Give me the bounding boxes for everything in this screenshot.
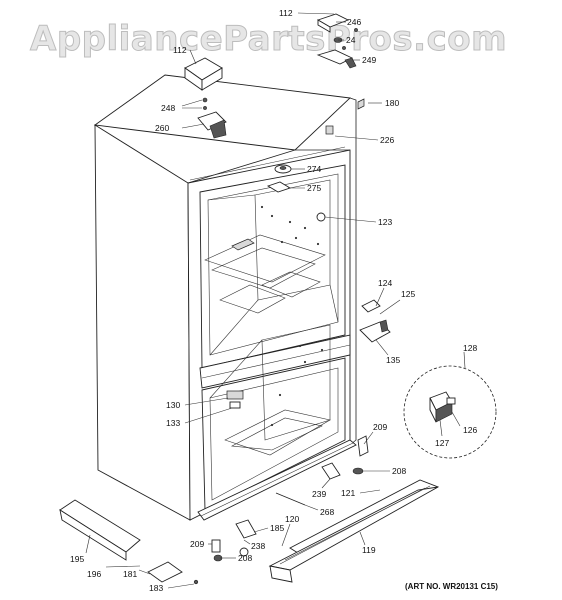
callout-112: 112: [173, 45, 187, 55]
callout-195: 195: [70, 554, 84, 564]
small-block-part: [325, 125, 334, 135]
freezer-switch-part: [229, 401, 241, 409]
callout-209: 209: [373, 422, 387, 432]
left-roller-part: [235, 519, 257, 539]
callout-226: 226: [380, 135, 394, 145]
bottom-rod-part: [275, 492, 306, 506]
callout-181: 181: [123, 569, 137, 579]
roller-bracket-part: [321, 462, 341, 480]
callout-127: 127: [435, 438, 449, 448]
callout-123: 123: [378, 217, 392, 227]
callout-183: 183: [149, 583, 163, 593]
callout-126: 126: [463, 425, 477, 435]
callout-125: 125: [401, 289, 415, 299]
callout-labels: 112 246 24 249 112 248 260 180 226 274 2…: [70, 8, 477, 593]
left-roller-wheel: [239, 547, 249, 557]
callout-208: 208: [392, 466, 406, 476]
base-grille-assembly: [268, 479, 440, 583]
top-left-hinge-assembly: [184, 57, 227, 139]
plug-part: [316, 212, 326, 222]
fresh-food-compartment: [199, 164, 351, 389]
watermark-text: AppliancePartsPros.com: [30, 19, 507, 59]
callout-120: 120: [285, 514, 299, 524]
detail-circle-128: [403, 365, 497, 459]
callout-238: 238: [251, 541, 265, 551]
callout-135: 135: [386, 355, 400, 365]
kick-plate-part: [59, 499, 141, 561]
leader-lines: [85, 12, 466, 589]
callout-239: 239: [312, 489, 326, 499]
bracket-part: [357, 98, 365, 110]
bottom-bracket-part: [147, 561, 183, 583]
hinge-center-part: [361, 299, 381, 313]
callout-124: 124: [378, 278, 392, 288]
light-socket-center: [279, 166, 287, 170]
hinge-center-pin: [379, 319, 389, 333]
callout-209: 209: [190, 539, 204, 549]
callout-275: 275: [307, 183, 321, 193]
right-leg-bracket: [357, 435, 369, 457]
callout-133: 133: [166, 418, 180, 428]
callout-185: 185: [270, 523, 284, 533]
callout-130: 130: [166, 400, 180, 410]
callout-119: 119: [362, 545, 376, 555]
callout-274: 274: [307, 164, 321, 174]
callout-208: 208: [238, 553, 252, 563]
mounting-holes: [260, 205, 324, 427]
art-number: (ART NO. WR20131 C15): [405, 582, 498, 591]
callout-268: 268: [320, 507, 334, 517]
callout-246: 246: [347, 17, 361, 27]
callout-128: 128: [463, 343, 477, 353]
callout-24: 24: [346, 35, 356, 45]
callout-121: 121: [341, 488, 355, 498]
callout-112: 112: [279, 8, 293, 18]
left-leg-bracket: [211, 539, 221, 553]
callout-260: 260: [155, 123, 169, 133]
freezer-light-part: [226, 390, 244, 400]
callout-248: 248: [161, 103, 175, 113]
callout-180: 180: [385, 98, 399, 108]
bottom-screw: [193, 579, 199, 585]
right-leveler: [352, 467, 364, 475]
callout-249: 249: [362, 55, 376, 65]
callout-196: 196: [87, 569, 101, 579]
top-right-hinge-assembly: [316, 13, 358, 69]
